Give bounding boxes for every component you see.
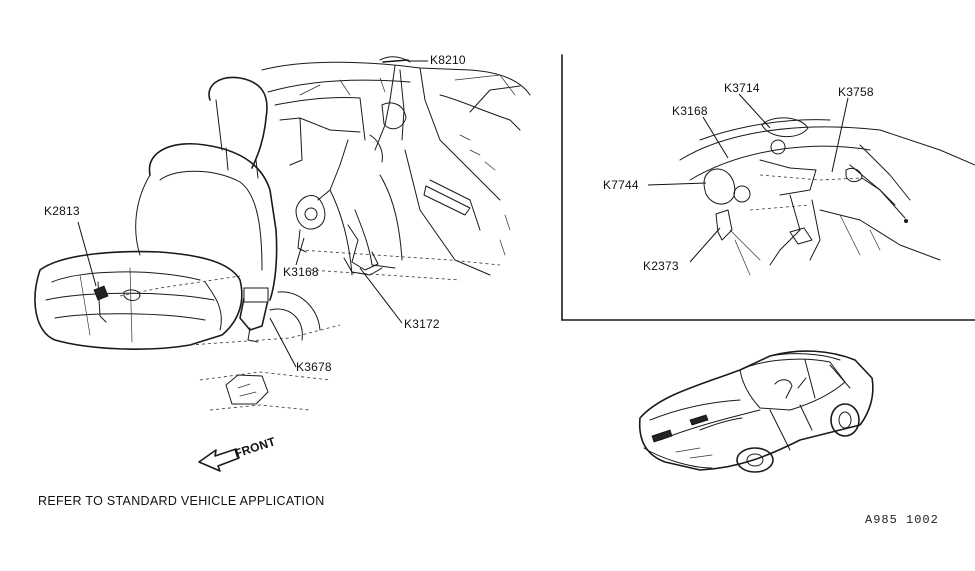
drawing-code: A985 1002 xyxy=(865,513,939,527)
detail-inset-box xyxy=(561,54,975,321)
front-arrow-icon xyxy=(198,448,240,472)
label-k3172: K3172 xyxy=(404,317,440,331)
label-k3168-left: K3168 xyxy=(283,265,319,279)
vehicle-illustration xyxy=(638,350,874,473)
reference-note: REFER TO STANDARD VEHICLE APPLICATION xyxy=(38,494,325,508)
label-k2813: K2813 xyxy=(44,204,80,218)
leader-lines-left xyxy=(77,60,428,368)
label-k7744: K7744 xyxy=(603,178,639,192)
seat-interior-illustration xyxy=(34,56,531,411)
leader-lines-right xyxy=(647,93,849,263)
label-k3758: K3758 xyxy=(838,85,874,99)
label-k8210: K8210 xyxy=(430,53,466,67)
label-k3168-right: K3168 xyxy=(672,104,708,118)
label-k3678: K3678 xyxy=(296,360,332,374)
label-k2373: K2373 xyxy=(643,259,679,273)
label-k3714: K3714 xyxy=(724,81,760,95)
